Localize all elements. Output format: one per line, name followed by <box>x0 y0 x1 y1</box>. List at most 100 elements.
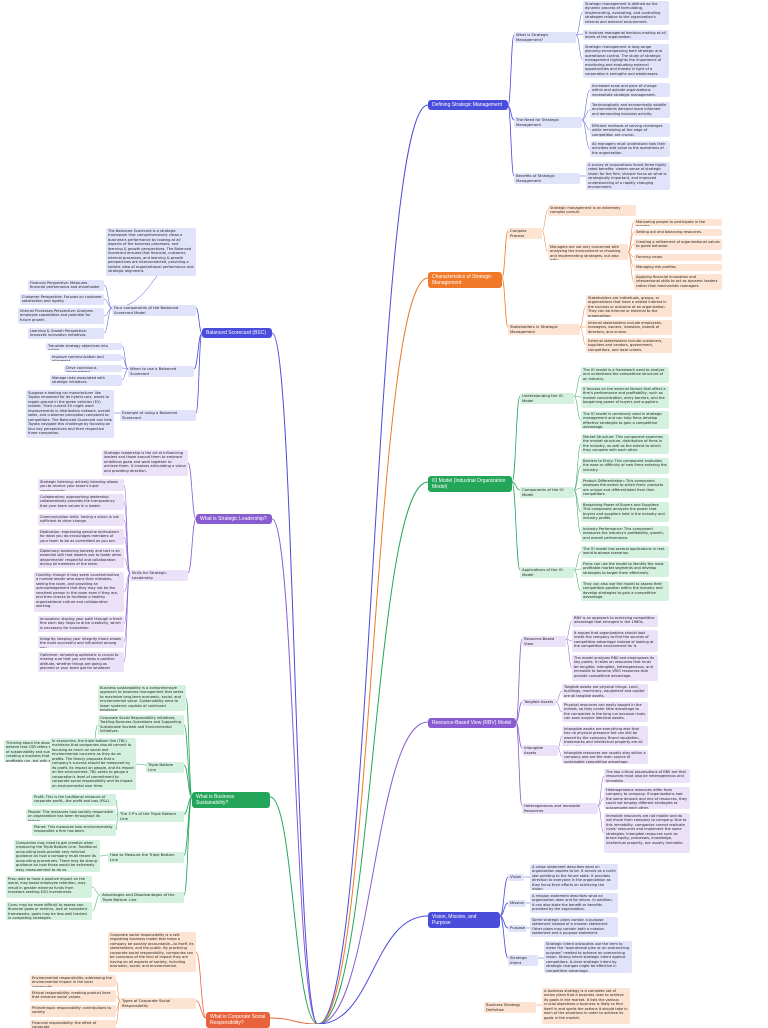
connector <box>573 551 582 571</box>
sub-strategic-intent[interactable]: Strategic Intent <box>508 955 538 967</box>
connector <box>499 876 509 917</box>
note-bsc-when-3: Drive continuous improvement. <box>64 365 122 372</box>
note-need-2: Technologically and economically volatil… <box>590 102 670 118</box>
connector <box>123 572 131 663</box>
note-leadership-1: Strategic listening: actively listening … <box>38 479 124 491</box>
sub-applications-io[interactable]: Applications of the IO Model <box>520 567 574 579</box>
connector <box>499 902 509 917</box>
note-tbl-definition: In economics, the triple bottom line (TB… <box>50 738 136 790</box>
connector <box>269 1017 319 1024</box>
branch-csr[interactable]: What is Corporate Social Responsibility? <box>206 1012 270 1028</box>
note-cons: Cons: may be more difficult to assess no… <box>6 902 92 920</box>
connector <box>91 886 101 896</box>
sub-bsc-when-to-use[interactable]: When to use a Balanced Scorecard <box>128 366 194 378</box>
note-complex-6: Applying financial innovation and interp… <box>634 274 722 290</box>
sub-need-for-strategic-management[interactable]: The Need for Strategic Management <box>514 117 582 129</box>
sub-bsc-example[interactable]: Example of using a Balanced Scorecard <box>120 410 196 422</box>
sub-triple-bottom-line[interactable]: Triple Bottom Line <box>146 762 184 774</box>
note-heterogeneous-1: The two critical assumptions of RBV are … <box>604 769 690 783</box>
branch-balanced-scorecard[interactable]: Balanced Scorecard (BSC) <box>202 328 272 338</box>
connector <box>507 34 515 107</box>
sub-vision[interactable]: Vision <box>508 874 524 881</box>
note-mission: A mission statement describes what an or… <box>530 893 618 913</box>
sub-components-io[interactable]: Components of the IO Model <box>520 487 574 499</box>
connector <box>515 701 523 723</box>
note-io-component-3: Product Differentiation: This component … <box>581 478 669 498</box>
branch-rbv-model[interactable]: Resource-Based View (RBV) Model <box>428 718 516 728</box>
sub-what-is-strategic-management[interactable]: What is Strategic Management? <box>514 32 576 44</box>
connector <box>317 915 429 1024</box>
note-heterogeneous-2: Heterogeneous resources differ from comp… <box>604 787 690 809</box>
connector <box>573 443 582 491</box>
sub-resource-based-view[interactable]: Resource-Based View <box>522 636 566 648</box>
note-need-4: All managers must understand how their a… <box>590 141 670 157</box>
note-csr-ethical: Ethical responsibility: creating product… <box>30 990 116 1002</box>
sub-business-strategy-definition[interactable]: Business Strategy Definition <box>484 1002 536 1014</box>
connector <box>103 284 113 309</box>
connector <box>627 251 635 283</box>
branch-characteristics[interactable]: Characteristics of Strategic Management <box>428 272 502 288</box>
connector <box>135 763 147 766</box>
sub-bsc-components[interactable]: Four components of the Balanced Scorecar… <box>112 305 196 317</box>
connector <box>579 326 587 346</box>
note-io-understanding-2: It focuses on the external factors that … <box>581 386 669 408</box>
note-bsc-when-4: Manage risks associated with strategic i… <box>50 375 122 386</box>
sub-heterogeneous-resources[interactable]: Heterogeneous and Immobile Resources <box>522 803 598 815</box>
note-bsc-customer: Customer Perspective: Focuses on custome… <box>20 294 104 305</box>
connector <box>597 775 605 807</box>
sub-three-ps[interactable]: The 3 P's of the Triple Bottom Line <box>118 811 184 823</box>
sub-measure-tbl[interactable]: How to Measure the Triple Bottom Line <box>108 852 184 864</box>
branch-strategic-leadership[interactable]: What is Strategic Leadership? <box>196 514 272 524</box>
connector <box>317 277 429 1024</box>
sub-advantages-disadvantages[interactable]: Advantages and Disadvantages of the Trip… <box>100 892 184 904</box>
note-bsc-financial: Financial Perspective: Measures financia… <box>28 280 104 291</box>
connector <box>573 568 582 571</box>
connector <box>511 481 521 491</box>
note-complex-3: Creating a refinement of organizational … <box>634 239 722 250</box>
note-bsc-example: Suppose a leading car manufacturer like … <box>26 390 114 438</box>
branch-defining-strategic-management[interactable]: Defining Strategic Management <box>428 100 508 110</box>
branch-vision-mission-purpose[interactable]: Vision, Mission, and Purpose <box>428 912 500 928</box>
sub-purpose[interactable]: Purpose <box>508 925 527 932</box>
sub-types-of-csr[interactable]: Types of Corporate Social Responsibility <box>120 998 196 1010</box>
note-complex-4: Forming vision. <box>634 254 722 261</box>
note-bsc-learning: Learning & Growth Perspective: Improves … <box>28 328 104 339</box>
sub-understanding-io[interactable]: Understanding the IO Model <box>520 393 574 405</box>
note-io-understanding-3: The IO model is commonly used in strateg… <box>581 411 669 429</box>
connector <box>515 638 523 723</box>
note-tangible-1: Tangible assets are physical things. Lan… <box>562 684 648 698</box>
connector <box>511 395 521 483</box>
sub-tangible-assets[interactable]: Tangible Assets <box>522 699 556 706</box>
sub-leadership-skills[interactable]: Skills for Strategic Leadership <box>130 570 188 582</box>
sub-complex-process[interactable]: Complex Process <box>508 228 542 240</box>
connector <box>187 462 197 520</box>
branch-io-model[interactable]: IO Model (Industrial Organization Model) <box>428 476 512 492</box>
connector <box>581 119 591 150</box>
connector <box>597 805 605 834</box>
note-measure-tbl: Companies may need to get creative when … <box>14 840 100 872</box>
note-leadership-definition: Strategic leadership is the art of influ… <box>102 450 188 476</box>
connector <box>271 332 319 1024</box>
sub-benefits-strategic-management[interactable]: Benefits of Strategic Management <box>514 173 580 185</box>
sub-mission[interactable]: Mission <box>508 900 526 907</box>
note-leadership-8: Integrity: keeping your integrity intact… <box>38 636 124 648</box>
sub-intangible-assets[interactable]: Intangible Assets <box>522 745 558 757</box>
connector <box>573 395 582 398</box>
connector <box>123 536 131 574</box>
branch-business-sustainability[interactable]: What is Business Sustainability? <box>192 792 270 808</box>
connector <box>507 105 515 177</box>
note-leadership-6: Humility: though it may seem counterintu… <box>34 572 124 612</box>
connector <box>317 481 429 1024</box>
note-rbv-2: It argues that organizations should look… <box>572 630 658 652</box>
note-heterogeneous-3: Immobile resources are not mobile and do… <box>604 813 690 853</box>
note-leadership-3: Communication skills: having a vision is… <box>38 514 124 526</box>
note-stakeholders-1: Stakeholders are individuals, groups, or… <box>586 295 672 317</box>
connector <box>123 484 131 574</box>
connector <box>183 796 193 856</box>
connector <box>597 797 605 807</box>
sub-stakeholders[interactable]: Stakeholders in Strategic Management <box>508 324 580 336</box>
connector <box>515 721 523 749</box>
note-leadership-2: Collaboration: approaching leadership co… <box>38 494 124 510</box>
note-leadership-4: Dedication: expressing genuine enthusias… <box>38 529 124 545</box>
